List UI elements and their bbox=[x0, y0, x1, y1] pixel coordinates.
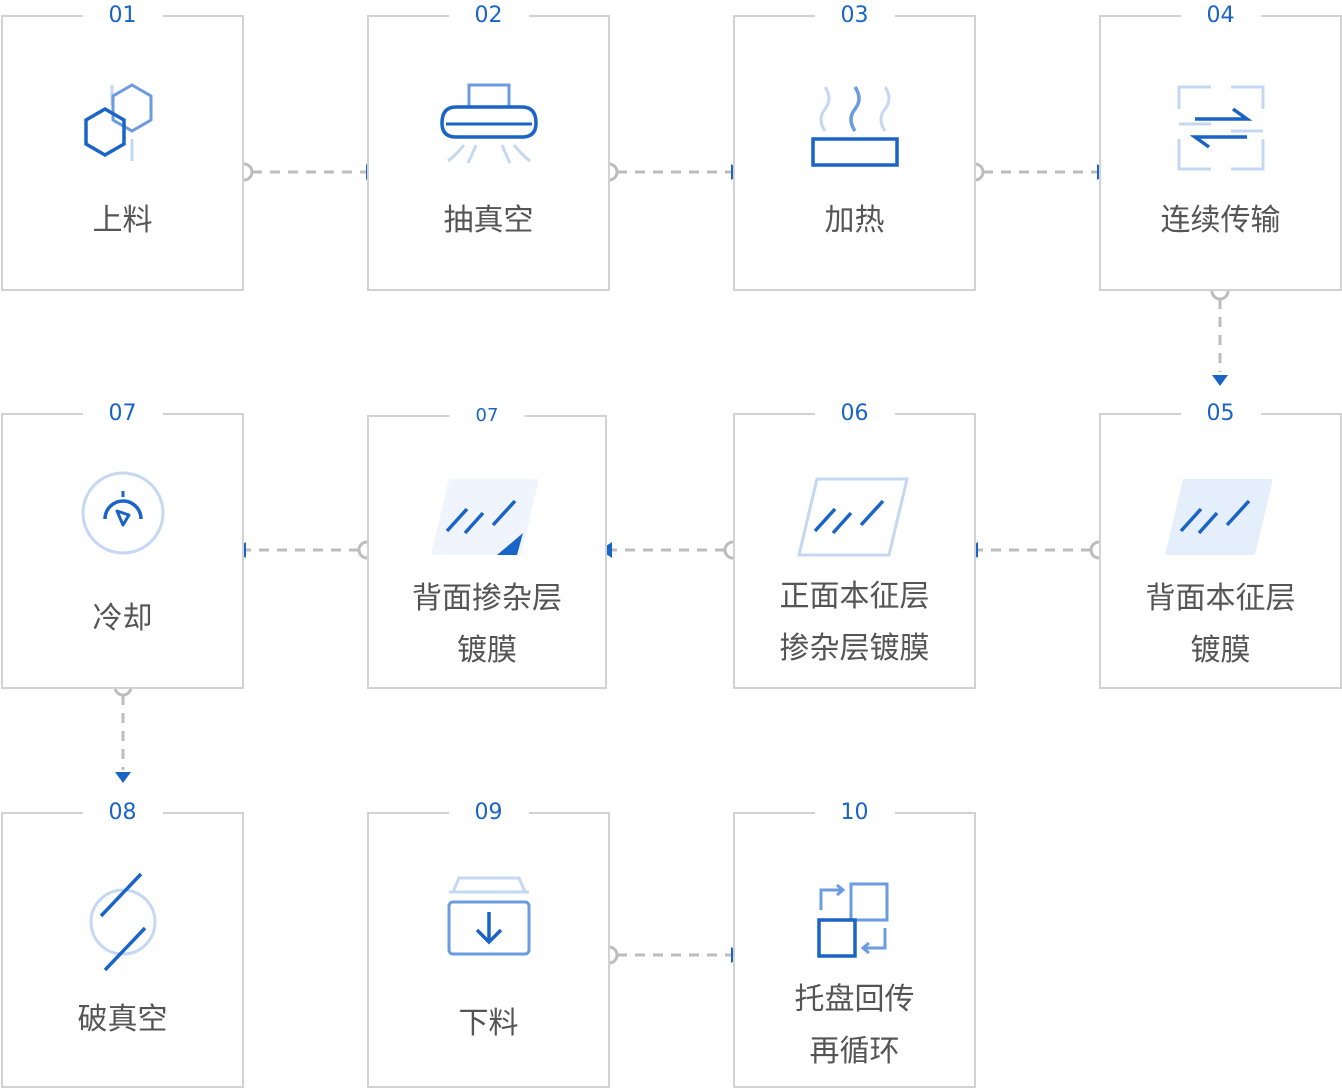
step-number: 09 bbox=[448, 801, 529, 825]
connector-03-04 bbox=[965, 162, 1109, 182]
unload-tray-icon bbox=[447, 876, 530, 956]
step-10-card: 10 托盘回传 再循环 bbox=[733, 801, 976, 1088]
connector-02-03 bbox=[599, 162, 743, 182]
step-number: 01 bbox=[82, 4, 163, 28]
step-label: 抽真空 bbox=[443, 203, 534, 238]
step-number: 06 bbox=[814, 402, 895, 426]
step-label: 正面本征层 bbox=[779, 579, 930, 614]
step-06-card: 06 正面本征层 掺杂层镀膜 bbox=[733, 402, 976, 689]
step-number: 05 bbox=[1180, 402, 1261, 426]
step-number: 07 bbox=[449, 404, 525, 428]
connector-07-08 bbox=[113, 677, 133, 783]
step-label: 冷却 bbox=[92, 601, 153, 636]
step-03-card: 03 加热 bbox=[733, 4, 976, 291]
glass-panel-icon bbox=[1164, 479, 1273, 555]
step-05-card: 05 背面本征层 镀膜 bbox=[1099, 402, 1342, 689]
glass-panel-icon bbox=[796, 477, 909, 557]
step-02-card: 02 抽真空 bbox=[367, 4, 610, 291]
hexagon-molecule-icon bbox=[83, 83, 152, 161]
step-07-cooling-card: 07 冷却 bbox=[1, 402, 244, 689]
step-label-line2: 掺杂层镀膜 bbox=[779, 631, 930, 666]
step-08-card: 08 破真空 bbox=[1, 801, 244, 1088]
step-number: 04 bbox=[1180, 4, 1261, 28]
step-label: 连续传输 bbox=[1160, 203, 1281, 238]
step-label: 托盘回传 bbox=[794, 982, 915, 1017]
step-label-line2: 镀膜 bbox=[1190, 633, 1251, 668]
step-04-card: 04 连续传输 bbox=[1099, 4, 1342, 291]
break-vacuum-icon bbox=[89, 872, 156, 972]
step-01-card: 01 上料 bbox=[1, 4, 244, 291]
step-number: 07 bbox=[82, 402, 163, 426]
cycle-squares-icon bbox=[816, 882, 888, 958]
step-07-card: 07 背面掺杂层 镀膜 bbox=[367, 404, 607, 689]
step-label: 背面掺杂层 bbox=[412, 581, 562, 616]
gauge-icon bbox=[81, 471, 164, 555]
step-label: 下料 bbox=[458, 1006, 519, 1041]
step-09-card: 09 下料 bbox=[367, 801, 610, 1088]
step-number: 10 bbox=[814, 801, 895, 825]
step-number: 02 bbox=[448, 4, 529, 28]
connector-06-07 bbox=[600, 540, 743, 560]
connector-01-02 bbox=[234, 162, 378, 182]
vacuum-hood-icon bbox=[439, 83, 538, 164]
step-label-line2: 再循环 bbox=[809, 1034, 900, 1069]
transfer-arrows-icon bbox=[1177, 85, 1264, 171]
connector-05-06 bbox=[966, 540, 1109, 560]
step-label: 破真空 bbox=[77, 1002, 168, 1037]
step-number: 03 bbox=[814, 4, 895, 28]
step-label: 背面本征层 bbox=[1145, 581, 1296, 616]
connector-07-07b bbox=[234, 540, 377, 560]
step-label-line2: 镀膜 bbox=[457, 633, 517, 668]
step-label: 上料 bbox=[92, 203, 153, 238]
heating-icon bbox=[810, 86, 899, 167]
glass-panel-icon bbox=[431, 479, 539, 555]
step-label: 加热 bbox=[824, 203, 885, 238]
step-number: 08 bbox=[82, 801, 163, 825]
connector-04-05 bbox=[1210, 281, 1230, 386]
connector-09-10 bbox=[599, 945, 743, 965]
